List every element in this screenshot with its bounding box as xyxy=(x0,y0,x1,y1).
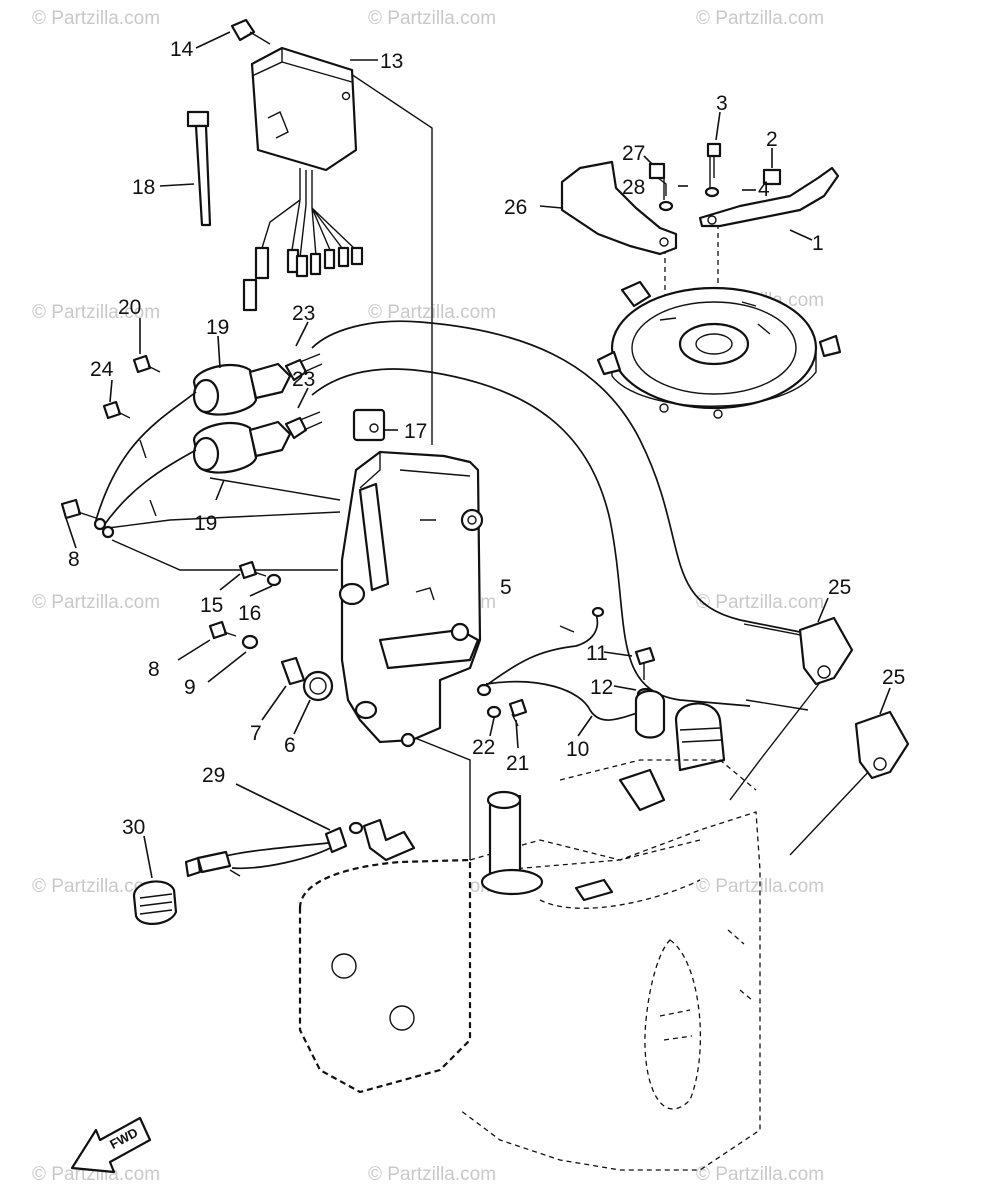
callout-5: 5 xyxy=(500,576,512,599)
watermark: © Partzilla.com xyxy=(696,592,824,613)
callouts: 14 13 18 3 2 27 28 4 26 1 20 19 23 24 23… xyxy=(68,38,905,839)
callout-leaders xyxy=(65,31,891,879)
watermark: © Partzilla.com xyxy=(368,1164,496,1185)
bolt-14 xyxy=(230,18,271,45)
watermark: © Partzilla.com xyxy=(32,302,160,323)
ignition-coil-upper xyxy=(192,353,323,416)
stop-switch-cap xyxy=(132,880,178,925)
callout-4: 4 xyxy=(758,178,770,201)
plug-cap-upper xyxy=(798,616,854,686)
cdi-unit xyxy=(242,46,364,312)
callout-13: 13 xyxy=(380,50,403,73)
callout-21: 21 xyxy=(506,752,529,775)
ground-leads xyxy=(93,391,197,539)
callout-19b: 19 xyxy=(194,512,217,535)
neutral-switch-lead xyxy=(476,606,641,721)
callout-12: 12 xyxy=(590,676,613,699)
callout-10: 10 xyxy=(566,738,589,761)
callout-14: 14 xyxy=(170,38,194,61)
watermark: © Partzilla.com xyxy=(32,8,160,29)
callout-18: 18 xyxy=(132,176,155,199)
collar-7 xyxy=(280,656,306,686)
callout-27: 27 xyxy=(622,142,645,165)
callout-8a: 8 xyxy=(68,548,80,571)
callout-25a: 25 xyxy=(828,576,851,599)
callout-23b: 23 xyxy=(292,368,315,391)
watermark: © Partzilla.com xyxy=(32,1164,160,1185)
stator-plate xyxy=(596,280,842,419)
callout-6: 6 xyxy=(284,734,296,757)
wire-clamp xyxy=(352,408,386,442)
callout-28: 28 xyxy=(622,176,645,199)
callout-26: 26 xyxy=(504,196,527,219)
callout-19a: 19 xyxy=(206,316,229,339)
watermark: © Partzilla.com xyxy=(696,8,824,29)
callout-29: 29 xyxy=(202,764,225,787)
cable-tie xyxy=(186,110,212,227)
callout-16: 16 xyxy=(238,602,261,625)
pulser-arm xyxy=(698,142,840,228)
callout-11: 11 xyxy=(586,642,608,665)
spring-6 xyxy=(302,670,334,702)
callout-9: 9 xyxy=(184,676,196,699)
callout-15: 15 xyxy=(200,594,223,617)
callout-1: 1 xyxy=(812,232,824,255)
callout-3: 3 xyxy=(716,92,728,115)
ignition-coil-lower xyxy=(192,411,323,474)
callout-8b: 8 xyxy=(148,658,160,681)
ignition-bracket xyxy=(338,450,484,748)
arrow-left-down-icon xyxy=(70,1116,152,1174)
callout-30: 30 xyxy=(122,816,145,839)
fwd-arrow: FWD xyxy=(70,1116,152,1174)
spark-plug-leads xyxy=(311,320,809,711)
callout-20: 20 xyxy=(118,296,141,319)
plug-cap-lower xyxy=(854,710,910,780)
callout-25b: 25 xyxy=(882,666,905,689)
watermark: © Partzilla.com xyxy=(696,1164,824,1185)
watermark: © Partzilla.com xyxy=(32,876,160,897)
callout-24: 24 xyxy=(90,358,114,381)
pulser-bracket xyxy=(560,160,678,256)
stop-switch-lead xyxy=(184,818,416,878)
watermark: © Partzilla.com xyxy=(32,592,160,613)
callout-23a: 23 xyxy=(292,302,315,325)
callout-17: 17 xyxy=(404,420,427,443)
powerhead xyxy=(298,689,761,1171)
callout-7: 7 xyxy=(250,722,262,745)
watermark: © Partzilla.com xyxy=(368,8,496,29)
callout-2: 2 xyxy=(766,128,778,151)
callout-22: 22 xyxy=(472,736,495,759)
watermark: © Partzilla.com xyxy=(696,876,824,897)
